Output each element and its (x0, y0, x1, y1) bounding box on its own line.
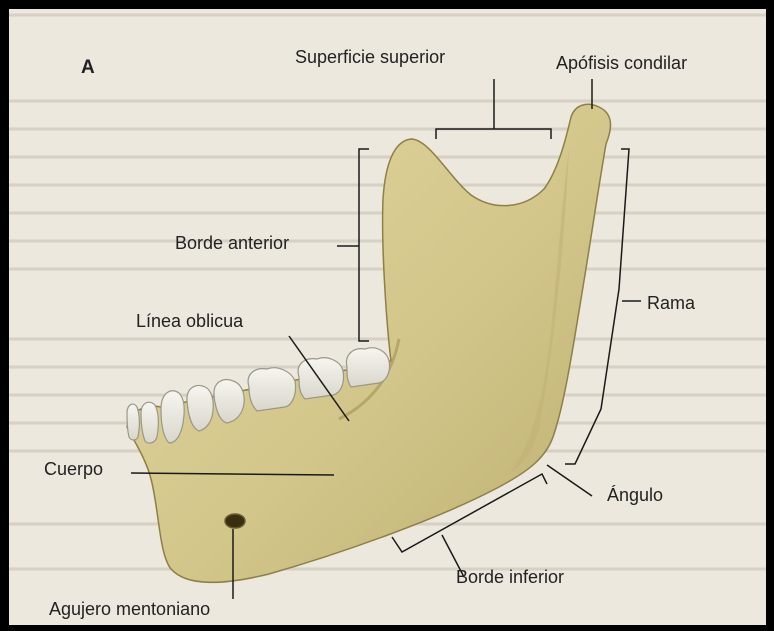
label-borde-inferior: Borde inferior (456, 567, 564, 588)
tooth-molar-1 (248, 368, 295, 411)
tooth-incisor-2 (141, 402, 158, 443)
mental-foramen (225, 514, 245, 528)
tooth-molar-2 (298, 358, 343, 399)
label-borde-anterior: Borde anterior (175, 233, 289, 254)
label-linea-oblicua: Línea oblicua (136, 311, 243, 332)
mandible-bone (127, 104, 610, 582)
label-apofisis-condilar: Apófisis condilar (556, 53, 687, 74)
textbook-page: A Superficie superior Apófisis condilar … (9, 9, 766, 625)
leader-angulo (547, 465, 592, 496)
panel-letter: A (81, 57, 95, 79)
label-superficie-superior: Superficie superior (295, 47, 445, 68)
mandible-illustration (9, 9, 766, 625)
label-angulo: Ángulo (607, 485, 663, 506)
label-cuerpo: Cuerpo (44, 459, 103, 480)
tooth-incisor-1 (127, 404, 139, 440)
tooth-molar-3 (346, 348, 389, 387)
label-agujero-mentoniano: Agujero mentoniano (49, 599, 210, 620)
label-rama: Rama (647, 293, 695, 314)
bracket-borde-anterior (359, 149, 369, 341)
